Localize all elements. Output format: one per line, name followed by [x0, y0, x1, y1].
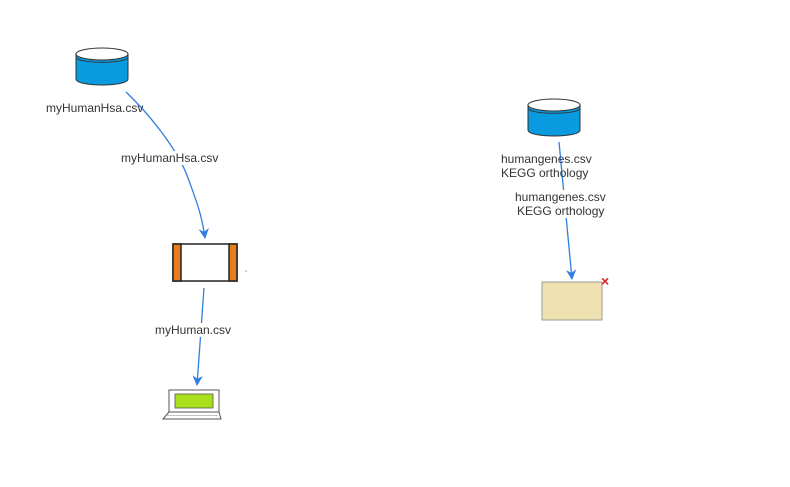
- database-icon[interactable]: [527, 98, 581, 137]
- edge-label-right-line1: humangenes.csv: [515, 190, 606, 204]
- edge-db-left-to-processor[interactable]: [125, 91, 209, 240]
- processor-port-dot: [245, 270, 247, 272]
- db-left-label: myHumanHsa.csv: [46, 101, 144, 115]
- close-icon[interactable]: ×: [601, 273, 610, 289]
- db-right-label-line1: humangenes.csv: [501, 152, 592, 166]
- database-icon[interactable]: [75, 47, 129, 86]
- laptop-icon[interactable]: [161, 389, 222, 420]
- edge-label-left-bottom: myHuman.csv: [155, 323, 232, 337]
- edge-label-left-top: myHumanHsa.csv: [121, 151, 219, 165]
- db-right-label-line2: KEGG orthology: [501, 166, 589, 180]
- processor-icon[interactable]: [172, 243, 238, 282]
- edge-label-right-line2: KEGG orthology: [517, 204, 605, 218]
- sink-box-icon[interactable]: [541, 281, 603, 321]
